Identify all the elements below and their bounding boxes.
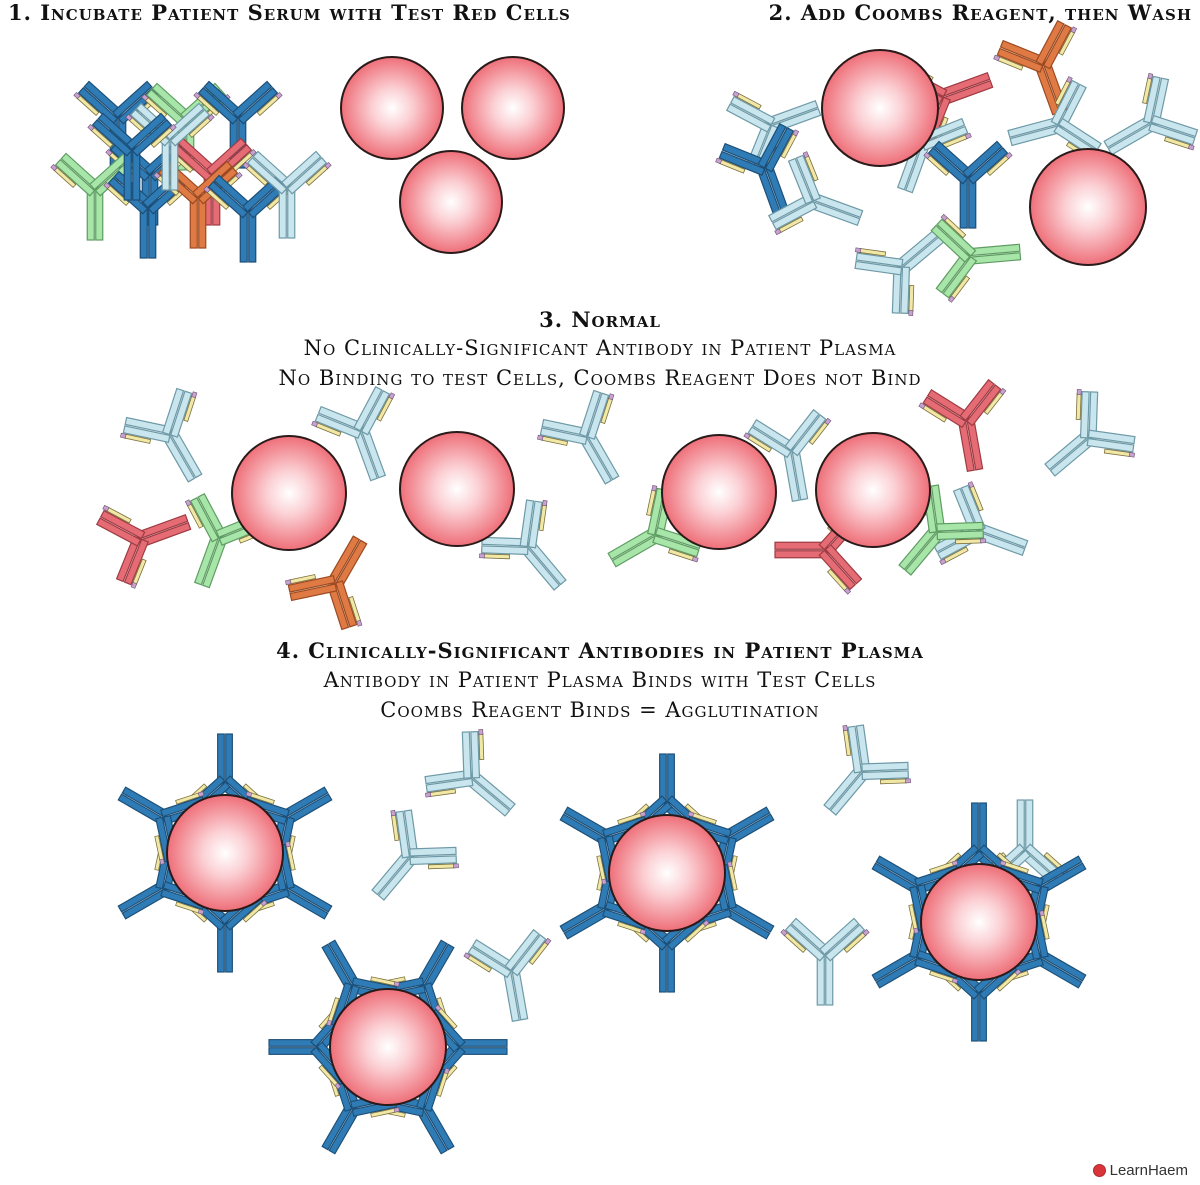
- antibody-icon: [87, 112, 177, 201]
- logo-text: LearnHaem: [1109, 1162, 1188, 1179]
- antibody-icon: [285, 535, 368, 631]
- step3-line1: No Clinically-Significant Antibody in Pa…: [303, 336, 897, 360]
- red-cell-icon: [821, 49, 939, 167]
- antibody-icon: [743, 408, 832, 503]
- antibody-icon: [479, 499, 567, 591]
- step4-line1: Antibody in Patient Plasma Binds with Te…: [323, 668, 877, 692]
- antibody-icon: [930, 213, 1022, 303]
- step3-title: 3. Normal: [539, 307, 661, 332]
- antibody-icon: [120, 387, 203, 483]
- red-cell-icon: [399, 150, 503, 254]
- antibody-icon: [823, 724, 911, 816]
- antibody-icon: [1044, 389, 1136, 477]
- step4-title: 4. Clinically-Significant Antibodies in …: [276, 638, 924, 663]
- antibody-icon: [923, 140, 1013, 229]
- red-cell-icon: [608, 814, 726, 932]
- red-cell-icon: [231, 435, 347, 551]
- antibody-icon: [993, 19, 1078, 116]
- red-cell-icon: [399, 431, 515, 547]
- red-cell-icon: [815, 432, 931, 548]
- antibody-icon: [854, 228, 946, 316]
- red-cell-icon: [661, 434, 777, 550]
- antibody-icon: [463, 928, 552, 1023]
- antibody-icon: [780, 917, 870, 1006]
- red-cell-icon: [329, 988, 447, 1106]
- red-cell-icon: [340, 56, 444, 160]
- antibody-icon: [1103, 73, 1199, 156]
- antibody-icon: [95, 504, 192, 589]
- antibody-icon: [918, 378, 1007, 473]
- antibody-icon: [371, 809, 459, 901]
- antibody-icon: [537, 389, 620, 485]
- step3-line2: No Binding to test Cells, Coombs Reagent…: [278, 366, 922, 390]
- step1-title: 1. Incubate Patient Serum with Test Red …: [8, 0, 571, 25]
- antibody-icon: [898, 484, 986, 576]
- red-cell-icon: [920, 863, 1038, 981]
- antibody-icon: [311, 385, 396, 482]
- red-cell-icon: [461, 56, 565, 160]
- learnhaem-logo: LearnHaem: [1092, 1162, 1188, 1179]
- step4-line2: Coombs Reagent Binds = Agglutination: [380, 698, 820, 722]
- antibody-icon: [242, 150, 332, 239]
- red-cell-icon: [166, 794, 284, 912]
- step2-title: 2. Add Coombs Reagent, then Wash: [768, 0, 1192, 25]
- antibody-icon: [424, 729, 516, 817]
- antibody-icon: [767, 151, 864, 236]
- logo-dot-icon: [1092, 1164, 1106, 1177]
- antibody-icon: [715, 122, 800, 219]
- red-cell-icon: [1029, 148, 1147, 266]
